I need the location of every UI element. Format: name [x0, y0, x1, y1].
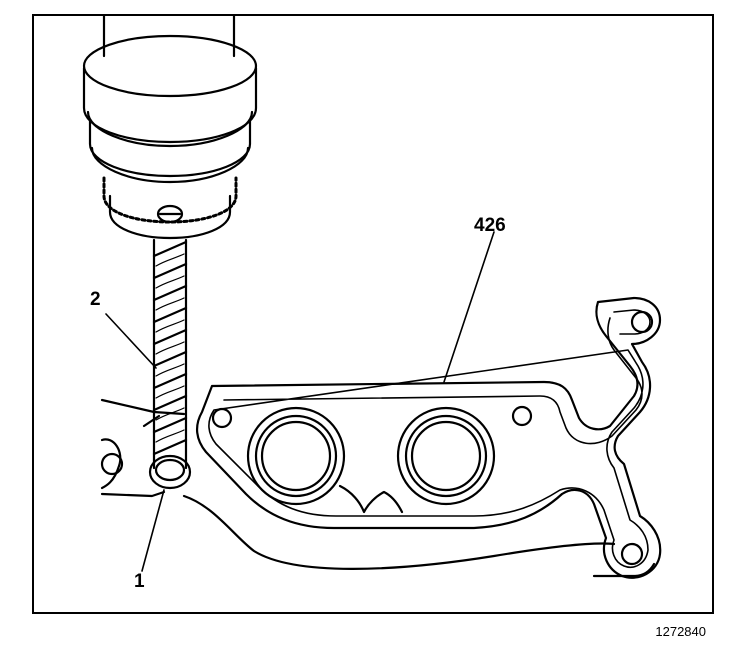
drill-chuck	[82, 16, 258, 240]
leader-lines	[105, 231, 495, 572]
leader-1	[141, 489, 165, 572]
leader-2	[105, 313, 157, 369]
drill-hole	[148, 454, 192, 490]
leader-426	[443, 231, 495, 383]
drill-gasket-illustration	[82, 16, 662, 579]
casting-outline	[100, 398, 656, 578]
drill-bit	[152, 238, 188, 470]
callout-2: 2	[90, 289, 101, 310]
exhaust-gasket	[196, 296, 662, 579]
illustration-frame: 426 2 1	[32, 14, 714, 614]
callout-1: 1	[134, 571, 145, 592]
callout-426: 426	[474, 215, 506, 236]
figure-number: 1272840	[655, 624, 706, 639]
